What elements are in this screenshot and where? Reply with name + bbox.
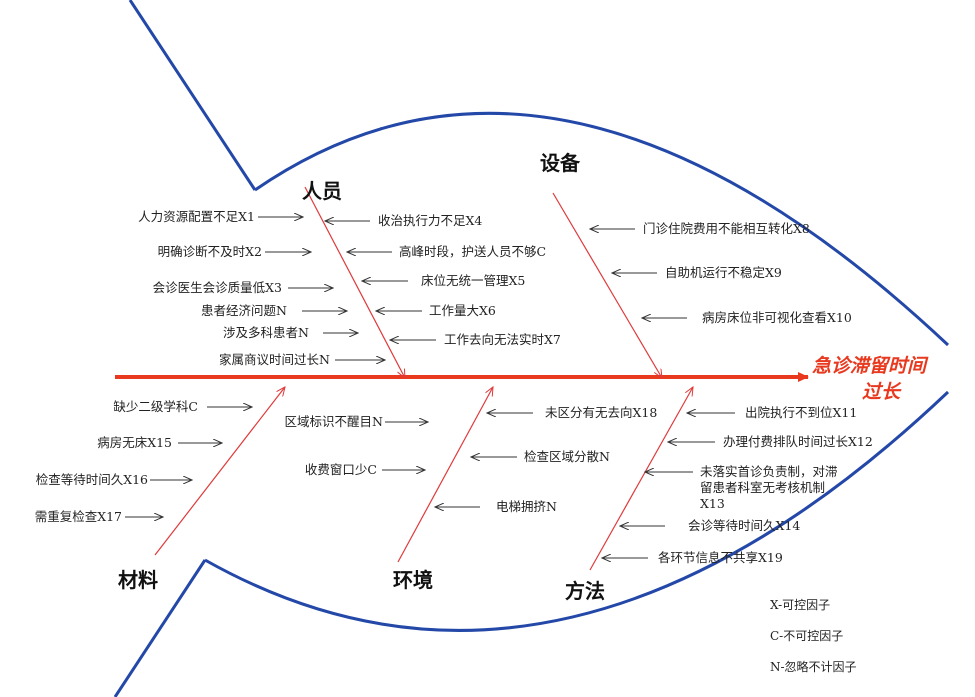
bone-equipment xyxy=(552,192,662,378)
cause-materials-left-2: 检查等待时间久X16 xyxy=(36,472,148,487)
legend-controllable: X-可控因子 xyxy=(770,598,830,612)
category-label-personnel: 人员 xyxy=(302,179,342,203)
category-method: 方法 出院执行不到位X11 办理付费排队时间过长X12 未落实首诊负责制，对滞留患者科… xyxy=(565,387,873,603)
cause-personnel-left-5: 家属商议时间过长N xyxy=(219,352,330,367)
cause-method-right-5: 会诊等待时间久X14 xyxy=(688,518,800,533)
category-label-environment: 环境 xyxy=(393,568,433,592)
problem-title-line-2: 过长 xyxy=(862,381,902,403)
cause-materials-left-3: 需重复检查X17 xyxy=(35,509,122,524)
cause-environment-right-2: 电梯拥挤N xyxy=(496,499,557,514)
cause-personnel-left-1: 明确诊断不及时X2 xyxy=(158,244,262,259)
bone-materials xyxy=(154,387,285,556)
legend-negligible: N-忽略不计因子 xyxy=(770,659,857,674)
cause-equipment-right-1: 自助机运行不稳定X9 xyxy=(665,265,782,280)
cause-equipment-right-2: 病房床位非可视化查看X10 xyxy=(702,310,852,325)
cause-environment-left-0: 区域标识不醒目N xyxy=(285,414,384,429)
cause-personnel-right-0: 收治执行力不足X4 xyxy=(378,213,482,228)
body-upper-curve xyxy=(254,111,950,347)
cause-personnel-left-3: 患者经济问题N xyxy=(201,303,287,318)
cause-personnel-right-3: 工作量大X6 xyxy=(429,303,496,318)
bone-personnel xyxy=(304,186,405,378)
fish-outline xyxy=(113,0,950,697)
cause-method-right-0: 出院执行不到位X11 xyxy=(745,405,857,420)
category-label-equipment: 设备 xyxy=(540,151,581,175)
cause-method-right-1: 办理付费排队时间过长X12 xyxy=(723,434,873,449)
cause-method-right-3: 留患者科室无考核机制 xyxy=(700,480,825,495)
cause-environment-left-1: 收费窗口少C xyxy=(305,462,377,477)
cause-method-right-6: 各环节信息不共享X19 xyxy=(658,550,783,565)
body-lower-curve xyxy=(204,390,950,632)
cause-method-right-4: X13 xyxy=(700,496,725,511)
cause-method-right-2: 未落实首诊负责制，对滞 xyxy=(700,464,838,479)
problem-title-line-1: 急诊滞留时间 xyxy=(812,355,929,377)
cause-environment-right-1: 检查区域分散N xyxy=(524,449,610,464)
cause-environment-right-0: 未区分有无去向X18 xyxy=(545,405,657,420)
category-environment: 环境 区域标识不醒目N 收费窗口少C 未区分有无去向X18 检查区域分散N 电梯拥挤N xyxy=(285,387,657,592)
category-label-materials: 材料 xyxy=(118,568,158,592)
category-label-method: 方法 xyxy=(565,579,605,603)
category-materials: 材料 缺少二级学科C 病房无床X15 检查等待时间久X16 需重复检查X17 xyxy=(35,387,285,592)
tail-lower-line xyxy=(113,559,207,697)
cause-materials-left-0: 缺少二级学科C xyxy=(113,399,198,414)
cause-personnel-left-4: 涉及多科患者N xyxy=(223,325,309,340)
cause-personnel-left-0: 人力资源配置不足X1 xyxy=(138,209,255,224)
cause-equipment-right-0: 门诊住院费用不能相互转化X8 xyxy=(643,221,810,236)
cause-personnel-right-4: 工作去向无法实时X7 xyxy=(444,332,561,347)
cause-personnel-left-2: 会诊医生会诊质量低X3 xyxy=(153,280,282,295)
cause-personnel-right-2: 床位无统一管理X5 xyxy=(421,273,525,288)
cause-personnel-right-1: 高峰时段，护送人员不够C xyxy=(399,244,546,259)
legend-uncontrollable: C-不可控因子 xyxy=(770,629,843,643)
bone-environment xyxy=(397,387,493,563)
cause-materials-left-1: 病房无床X15 xyxy=(97,435,172,450)
tail-upper-line xyxy=(128,0,257,191)
bone-method xyxy=(589,387,693,571)
